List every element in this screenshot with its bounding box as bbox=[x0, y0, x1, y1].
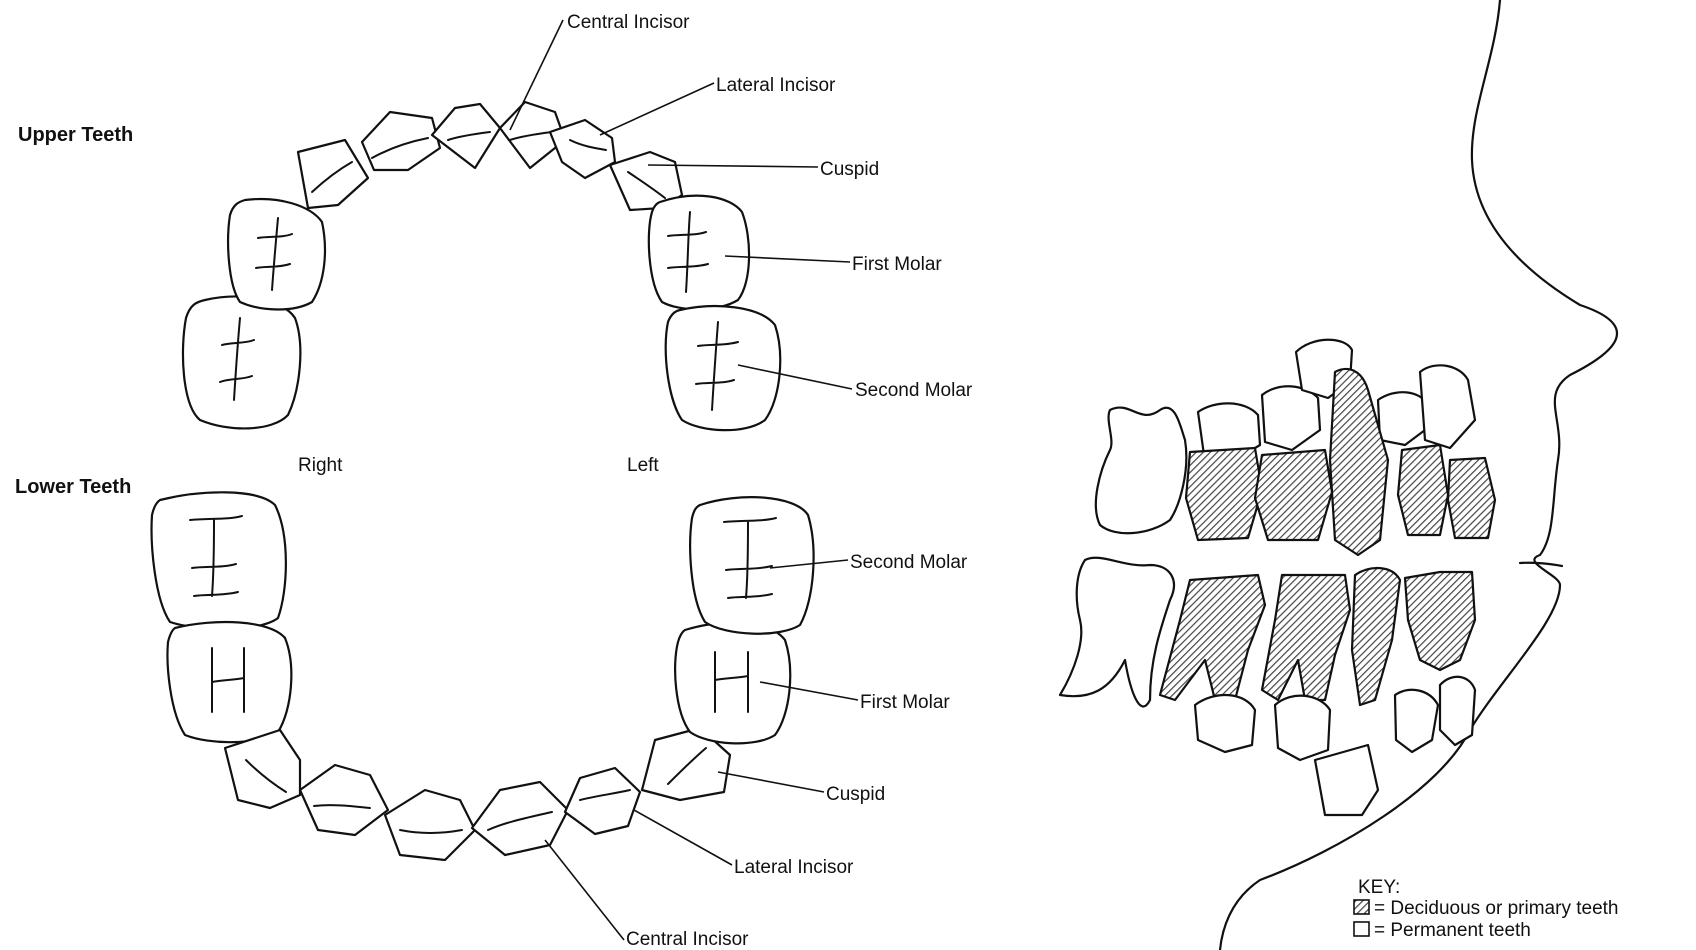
upper-deciduous-molar-2 bbox=[1255, 450, 1332, 540]
unerupted-lower-crown-4 bbox=[1395, 690, 1438, 752]
right-side-label: Right bbox=[298, 455, 343, 476]
lower-teeth-heading: Lower Teeth bbox=[15, 476, 131, 498]
upper-deciduous-molar-1 bbox=[1186, 448, 1262, 540]
lower-left-central-incisor bbox=[472, 782, 568, 855]
lower-right-second-molar bbox=[152, 492, 286, 629]
lower-central-incisor-label: Central Incisor bbox=[626, 929, 749, 950]
lower-lateral-incisor-label: Lateral Incisor bbox=[734, 857, 854, 878]
lower-deciduous-incisors bbox=[1405, 572, 1475, 670]
unerupted-lower-crown-2 bbox=[1275, 696, 1330, 760]
lower-deciduous-molar-2 bbox=[1262, 575, 1350, 700]
permanent-key-label: = Permanent teeth bbox=[1374, 920, 1531, 941]
upper-right-lateral-incisor bbox=[362, 112, 440, 170]
upper-left-second-molar bbox=[666, 306, 781, 430]
deciduous-key-swatch bbox=[1354, 900, 1369, 914]
upper-deciduous-central bbox=[1448, 458, 1495, 538]
lower-deciduous-cuspid bbox=[1352, 568, 1400, 705]
permanent-key-swatch bbox=[1354, 922, 1369, 936]
legend: KEY: = Deciduous or primary teeth = Perm… bbox=[1354, 877, 1618, 941]
upper-right-second-molar bbox=[183, 297, 300, 429]
upper-arch bbox=[183, 102, 780, 430]
deciduous-key-label: = Deciduous or primary teeth bbox=[1374, 898, 1618, 919]
upper-teeth-heading: Upper Teeth bbox=[18, 124, 133, 146]
unerupted-upper-crown-4 bbox=[1378, 392, 1428, 445]
lower-first-molar-label: First Molar bbox=[860, 692, 950, 713]
upper-left-first-molar bbox=[649, 196, 749, 310]
side-view-dentition bbox=[1060, 340, 1495, 815]
lower-left-lateral-incisor bbox=[565, 768, 640, 834]
upper-second-molar-label: Second Molar bbox=[855, 380, 973, 401]
upper-first-molar-label: First Molar bbox=[852, 254, 942, 275]
upper-central-incisor-label: Central Incisor bbox=[567, 12, 690, 33]
key-title: KEY: bbox=[1358, 877, 1400, 898]
left-side-label: Left bbox=[627, 455, 659, 476]
lower-cuspid-label: Cuspid bbox=[826, 784, 885, 805]
upper-cuspid-label: Cuspid bbox=[820, 159, 879, 180]
unerupted-lower-crown-1 bbox=[1195, 695, 1255, 752]
unerupted-upper-crown-5 bbox=[1420, 365, 1475, 448]
unerupted-lower-crown-5 bbox=[1440, 677, 1475, 745]
upper-right-first-molar bbox=[228, 199, 325, 309]
lip-line bbox=[1520, 563, 1562, 566]
upper-permanent-first-molar bbox=[1096, 408, 1186, 534]
lower-right-first-molar bbox=[168, 622, 292, 742]
upper-deciduous-lateral bbox=[1398, 445, 1448, 535]
upper-lateral-incisor-label: Lateral Incisor bbox=[716, 75, 836, 96]
unerupted-lower-crown-3 bbox=[1315, 745, 1378, 815]
lower-permanent-first-molar bbox=[1060, 558, 1174, 707]
unerupted-upper-crown-2 bbox=[1262, 386, 1320, 450]
lower-second-molar-label: Second Molar bbox=[850, 552, 968, 573]
lower-left-first-molar bbox=[675, 623, 790, 744]
lower-right-central-incisor bbox=[385, 790, 475, 860]
upper-deciduous-cuspid bbox=[1330, 369, 1388, 555]
lower-right-lateral-incisor bbox=[300, 765, 388, 835]
lower-deciduous-molar-1 bbox=[1160, 575, 1265, 700]
lower-arch bbox=[152, 492, 814, 860]
